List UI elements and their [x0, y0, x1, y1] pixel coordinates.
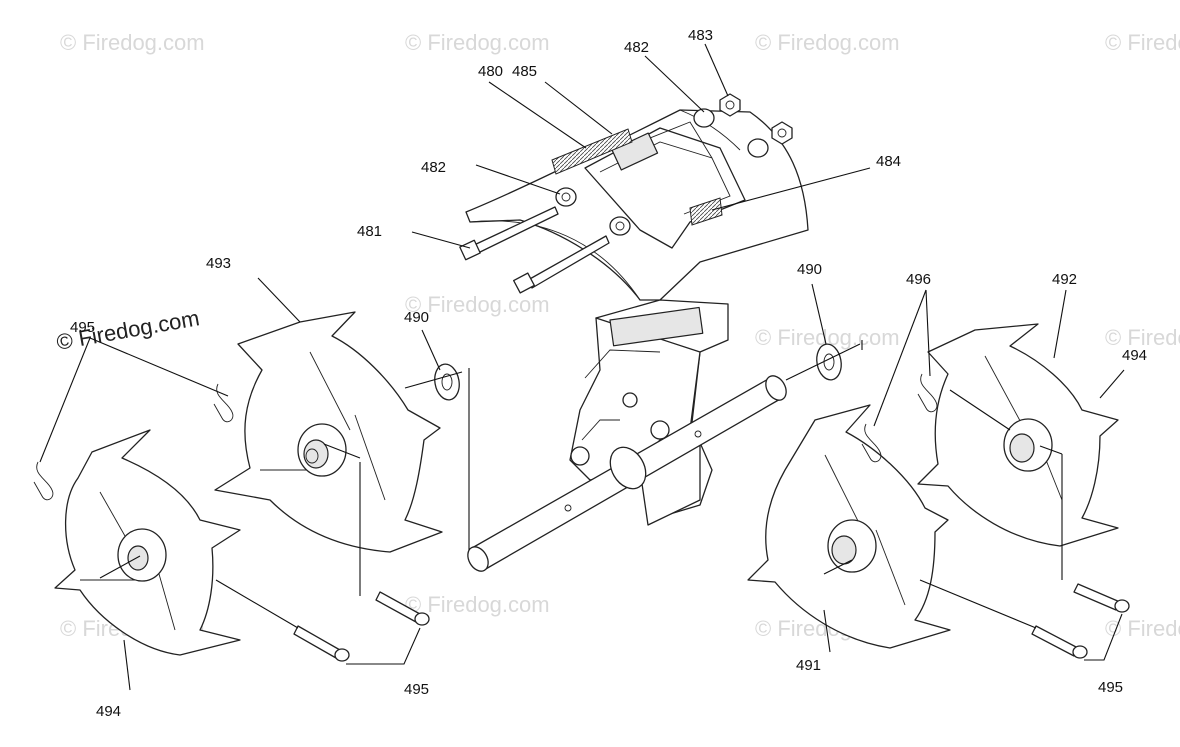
hairpin-clips-left [33, 383, 234, 501]
spacers-482 [555, 108, 769, 236]
callout-496: 496 [906, 271, 931, 288]
callout-483: 483 [688, 27, 713, 44]
callout-495: 495 [404, 681, 429, 698]
watermark-text: © Firedog.com [405, 292, 550, 317]
hairpin-clips-right [861, 373, 938, 463]
callout-482: 482 [624, 39, 649, 56]
callout-490: 490 [797, 261, 822, 278]
watermark-text: © Firedog.com [755, 30, 900, 55]
watermark-text: © Firedog.com [60, 30, 205, 55]
callout-493: 493 [206, 255, 231, 272]
decal-485 [551, 128, 633, 175]
leader-lines [39, 43, 1125, 691]
callout-491: 491 [796, 657, 821, 674]
callout-492: 492 [1052, 271, 1077, 288]
decal-484 [689, 197, 723, 226]
tine-494-left-outer [54, 429, 241, 656]
callout-494: 494 [96, 703, 121, 720]
nuts-483 [719, 93, 793, 145]
callout-490: 490 [404, 309, 429, 326]
callout-494: 494 [1122, 347, 1147, 364]
callout-481: 481 [357, 223, 382, 240]
tine-491-right-outer [747, 404, 951, 649]
callout-495: 495 [1098, 679, 1123, 696]
callout-labels: 480 485 482 483 482 484 481 493 495 490 … [70, 27, 1147, 720]
tine-492-right-inner [917, 323, 1119, 547]
clevis-pins-left [293, 591, 430, 662]
tine-shield-480 [465, 109, 809, 301]
watermark-text: © Firedog.com [1105, 325, 1180, 350]
watermark-text: © Firedog.com [405, 592, 550, 617]
clevis-pins-right [1031, 583, 1130, 659]
tine-shaft [467, 375, 787, 572]
watermark-text: © Firedog.com [1105, 616, 1180, 641]
callout-480: 480 [478, 63, 503, 80]
washer-490-left [434, 363, 460, 401]
tine-493-left-inner [214, 311, 443, 553]
bolts-481 [459, 206, 610, 294]
callout-482: 482 [421, 159, 446, 176]
callout-485: 485 [512, 63, 537, 80]
callout-484: 484 [876, 153, 901, 170]
callout-495: 495 [70, 319, 95, 336]
watermark-text: © Firedog.com [1105, 30, 1180, 55]
watermark-text: © Firedog.com [405, 30, 550, 55]
